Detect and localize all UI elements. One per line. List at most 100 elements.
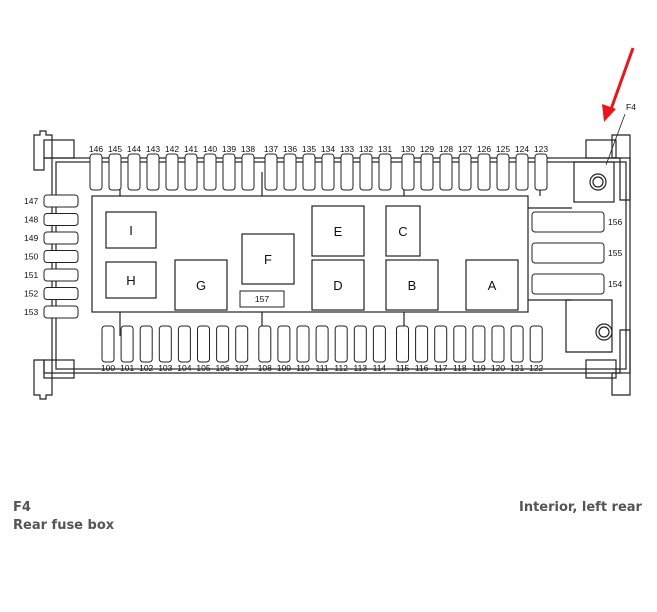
fuse-105-label: 105	[196, 363, 210, 373]
relay-a: A	[465, 259, 519, 311]
fuse-114-label: 114	[373, 363, 387, 373]
relay-h-label: H	[126, 273, 135, 288]
fuse-147: 147	[24, 194, 79, 208]
caption-location: Interior, left rear	[519, 500, 642, 515]
fuse-132: 132	[359, 144, 373, 191]
fuse-102-label: 102	[139, 363, 153, 373]
fuse-156: 156	[531, 211, 622, 233]
fuse-121: 121	[510, 325, 524, 373]
fuse-133-label: 133	[340, 144, 354, 154]
fuse-130-label: 130	[401, 144, 415, 154]
relay-group: I H G F E D C B A	[105, 205, 519, 311]
fuse-138: 138	[241, 144, 255, 191]
fuse-108-label: 108	[258, 363, 272, 373]
fuse-103: 103	[158, 325, 173, 373]
fuse-123-label: 123	[534, 144, 548, 154]
caption-title: Rear fuse box	[13, 518, 115, 533]
fuse-142-label: 142	[165, 144, 179, 154]
fuse-112-label: 112	[334, 363, 348, 373]
fuse-144: 144	[127, 144, 141, 191]
fuse-122: 122	[529, 325, 544, 373]
relay-d: D	[311, 259, 365, 311]
fuse-123: 123	[534, 144, 548, 191]
relay-h: H	[105, 261, 157, 299]
relay-c-label: C	[398, 224, 407, 239]
fuse-115-label: 115	[396, 363, 410, 373]
fuse-104: 104	[177, 325, 192, 373]
fuse-113: 113	[354, 325, 367, 373]
fuse-157: 157	[239, 290, 285, 308]
fuse-150: 150	[24, 250, 79, 263]
fuse-120: 120	[491, 325, 505, 373]
fuse-145-label: 145	[108, 144, 122, 154]
fuse-105: 105	[196, 325, 211, 373]
location-arrow	[602, 47, 635, 122]
fuse-152-label: 152	[24, 289, 38, 299]
fuse-109: 109	[277, 325, 291, 373]
fuse-132-label: 132	[359, 144, 373, 154]
fuse-109-label: 109	[277, 363, 291, 373]
fuse-116: 116	[415, 325, 429, 373]
fuse-150-label: 150	[24, 252, 38, 262]
pointer-leader-line	[605, 113, 626, 166]
fuse-125-label: 125	[496, 144, 510, 154]
fuse-146: 146	[89, 144, 103, 191]
fuse-136: 136	[283, 144, 297, 191]
fuse-117-label: 117	[434, 363, 448, 373]
fuse-120-label: 120	[491, 363, 505, 373]
fuse-102: 102	[139, 325, 154, 373]
fuse-154-label: 154	[608, 279, 622, 289]
relay-i-label: I	[129, 223, 133, 238]
fuse-133: 133	[340, 144, 354, 191]
fuse-148-label: 148	[24, 215, 38, 225]
fuse-139: 139	[222, 144, 236, 191]
fuse-155: 155	[531, 242, 622, 264]
fuse-127-label: 127	[458, 144, 472, 154]
fuse-110: 110	[296, 325, 310, 373]
fuse-106-label: 106	[216, 363, 230, 373]
fuse-149-label: 149	[24, 233, 38, 243]
relay-d-label: D	[333, 278, 342, 293]
fuse-136-label: 136	[283, 144, 297, 154]
relay-e-label: E	[334, 224, 343, 239]
fuse-131: 131	[378, 144, 392, 191]
fuse-127: 127	[458, 144, 472, 191]
fuse-137-label: 137	[264, 144, 278, 154]
fuse-144-label: 144	[127, 144, 141, 154]
fuse-143-label: 143	[146, 144, 160, 154]
pointer-label: F4	[626, 102, 636, 112]
fuse-138-label: 138	[241, 144, 255, 154]
fuse-118-label: 118	[453, 363, 467, 373]
fuse-135-label: 135	[302, 144, 316, 154]
fuse-135: 135	[302, 144, 316, 191]
fuse-103-label: 103	[158, 363, 172, 373]
relay-a-label: A	[488, 278, 497, 293]
fuse-129-label: 129	[420, 144, 434, 154]
fuse-148: 148	[24, 213, 79, 226]
fuse-130: 130	[401, 144, 415, 191]
fuse-128-label: 128	[439, 144, 453, 154]
fuse-118: 118	[453, 325, 467, 373]
fuse-111-label: 111	[316, 363, 329, 373]
fuse-153: 153	[24, 305, 79, 319]
fuse-101: 101	[120, 325, 134, 373]
relay-f: F	[241, 233, 295, 285]
fuse-156-label: 156	[608, 217, 622, 227]
fuse-139-label: 139	[222, 144, 236, 154]
fuse-124: 124	[515, 144, 529, 191]
fuse-125: 125	[496, 144, 510, 191]
fuse-117: 117	[434, 325, 448, 373]
relay-e: E	[311, 205, 365, 257]
fuse-141-label: 141	[184, 144, 198, 154]
fuse-119-label: 119	[472, 363, 486, 373]
relay-b-label: B	[408, 278, 417, 293]
fuse-147-label: 147	[24, 196, 38, 206]
fuse-111: 111	[315, 325, 329, 373]
fuse-154: 154	[531, 273, 622, 295]
relay-g-label: G	[196, 278, 206, 293]
fuse-142: 142	[165, 144, 179, 191]
fuse-114: 114	[373, 325, 387, 373]
